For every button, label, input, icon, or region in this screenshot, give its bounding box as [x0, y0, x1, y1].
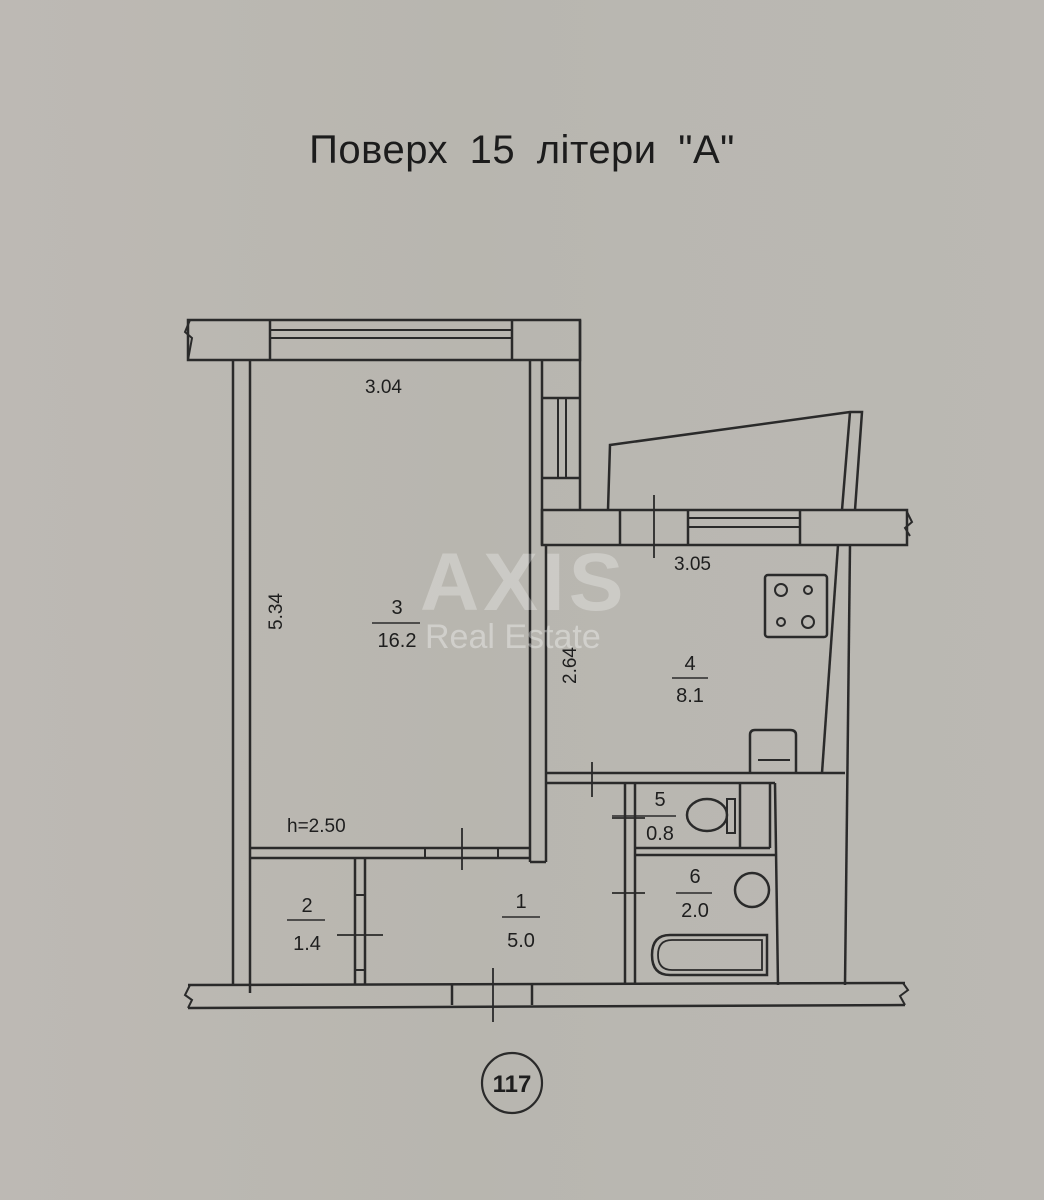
stove-icon — [763, 573, 829, 639]
watermark-brand: AXIS — [420, 537, 627, 628]
svg-text:16.2: 16.2 — [378, 630, 417, 652]
bathroom-walls — [635, 782, 780, 986]
room-label-6: 6 2.0 — [676, 866, 712, 922]
svg-text:0.8: 0.8 — [646, 823, 674, 845]
bathtub-icon — [650, 933, 769, 977]
svg-text:4: 4 — [684, 653, 695, 675]
floor-title: Поверх 15 літери "А" — [309, 128, 735, 172]
room-label-3: 3 16.2 — [372, 597, 420, 652]
sink-icon — [748, 728, 798, 773]
dimension-room4-length: 2.64 — [560, 647, 581, 684]
room-label-1: 1 5.0 — [502, 891, 540, 952]
dimension-room3-length: 5.34 — [266, 593, 287, 630]
svg-text:1: 1 — [515, 891, 526, 913]
corridor-walls — [337, 783, 645, 985]
plan-number-badge: 117 — [480, 1051, 544, 1115]
dimension-room3-width: 3.04 — [365, 377, 402, 398]
ceiling-height: h=2.50 — [287, 816, 346, 837]
svg-text:5.0: 5.0 — [507, 930, 535, 952]
svg-text:8.1: 8.1 — [676, 685, 704, 707]
washbasin-icon — [733, 871, 771, 909]
svg-text:2: 2 — [301, 895, 312, 917]
room-4-walls — [546, 544, 852, 986]
room-label-5: 5 0.8 — [612, 789, 676, 845]
bottom-outer-wall — [183, 319, 910, 1022]
balcony — [606, 410, 864, 558]
svg-text:117: 117 — [493, 1071, 532, 1098]
svg-text:6: 6 — [689, 866, 700, 888]
room-label-2: 2 1.4 — [287, 895, 325, 955]
kitchen-top-wall — [540, 508, 914, 547]
room-label-4: 4 8.1 — [672, 653, 708, 707]
svg-text:5: 5 — [654, 789, 665, 811]
svg-text:3: 3 — [391, 597, 402, 619]
room-3-walls — [186, 318, 582, 985]
svg-text:2.0: 2.0 — [681, 900, 709, 922]
watermark-subtitle: Real Estate — [425, 618, 601, 656]
toilet-icon — [685, 797, 729, 833]
svg-text:1.4: 1.4 — [293, 933, 321, 955]
dimension-room4-width: 3.05 — [674, 554, 711, 575]
